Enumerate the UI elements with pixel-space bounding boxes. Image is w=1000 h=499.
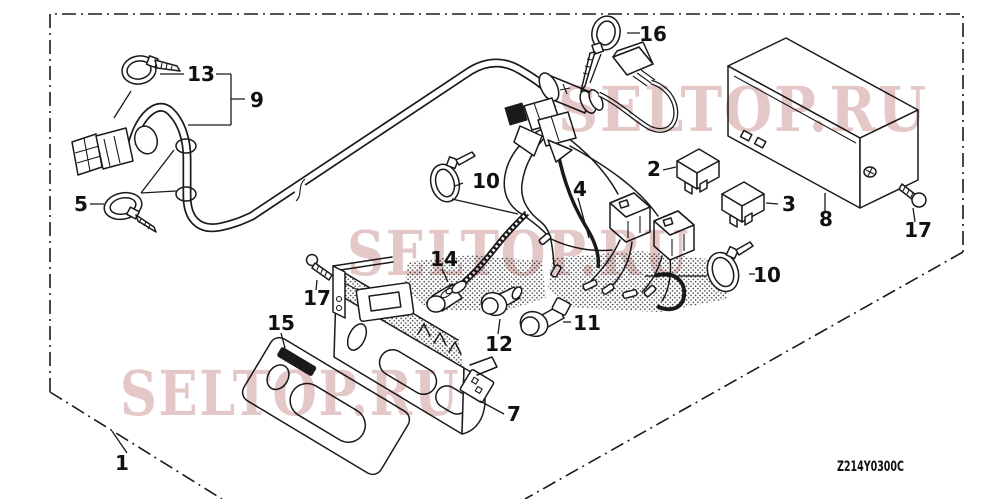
part-label-9: 9 bbox=[250, 88, 264, 112]
harness-connector-left bbox=[71, 125, 159, 176]
harness-fitting bbox=[538, 72, 679, 133]
part-label-17-left: 17 bbox=[303, 286, 331, 310]
part-label-4: 4 bbox=[573, 177, 587, 201]
watermark-top: SELTOP.RU bbox=[558, 73, 928, 146]
part-label-14: 14 bbox=[430, 247, 458, 271]
cable-tie-16 bbox=[580, 15, 621, 92]
cover-box-8 bbox=[727, 37, 919, 209]
relay-connector-a bbox=[609, 192, 651, 243]
part-label-8: 8 bbox=[819, 207, 833, 231]
watermarks: SELTOP.RU SELTOP.RU SELTOP.RU bbox=[120, 73, 928, 430]
part-label-2: 2 bbox=[647, 157, 661, 181]
cable-tie-10-left bbox=[429, 151, 476, 203]
part-label-15: 15 bbox=[267, 311, 295, 335]
watermark-bottom: SELTOP.RU bbox=[120, 357, 460, 430]
watermark-middle: SELTOP.RU bbox=[347, 217, 690, 290]
diagram-code: Z214Y0300C bbox=[837, 459, 904, 475]
part-label-10-right: 10 bbox=[753, 263, 781, 287]
part-label-3: 3 bbox=[782, 192, 796, 216]
wire-harness-tube bbox=[127, 58, 551, 233]
part-label-13: 13 bbox=[187, 62, 215, 86]
connector-block-top bbox=[612, 41, 656, 87]
part-label-12: 12 bbox=[485, 332, 513, 356]
part-label-11: 11 bbox=[573, 311, 601, 335]
frame-border bbox=[49, 13, 964, 499]
leader-lines bbox=[90, 32, 916, 454]
switch-12 bbox=[480, 286, 523, 317]
part-label-5: 5 bbox=[74, 192, 88, 216]
relay-3 bbox=[721, 181, 765, 228]
face-plate-15 bbox=[241, 336, 411, 476]
switch-14 bbox=[426, 210, 530, 313]
relay-connector-b bbox=[653, 210, 695, 261]
part-label-10-left: 10 bbox=[472, 169, 500, 193]
bracket-housing-7 bbox=[332, 256, 498, 435]
screw-17-right bbox=[898, 183, 927, 208]
clamp-5 bbox=[103, 191, 157, 233]
part-label-1: 1 bbox=[115, 451, 129, 475]
cable-tie-10-right bbox=[706, 241, 754, 293]
relay-2 bbox=[676, 148, 720, 195]
part-label-17-right: 17 bbox=[904, 218, 932, 242]
part-label-7: 7 bbox=[507, 402, 521, 426]
cable-tie-13 bbox=[121, 55, 181, 85]
part-labels: 1 2 3 4 5 7 8 9 10 10 11 12 13 14 15 16 … bbox=[74, 22, 932, 475]
part-label-16: 16 bbox=[639, 22, 667, 46]
switch-11 bbox=[519, 297, 571, 338]
